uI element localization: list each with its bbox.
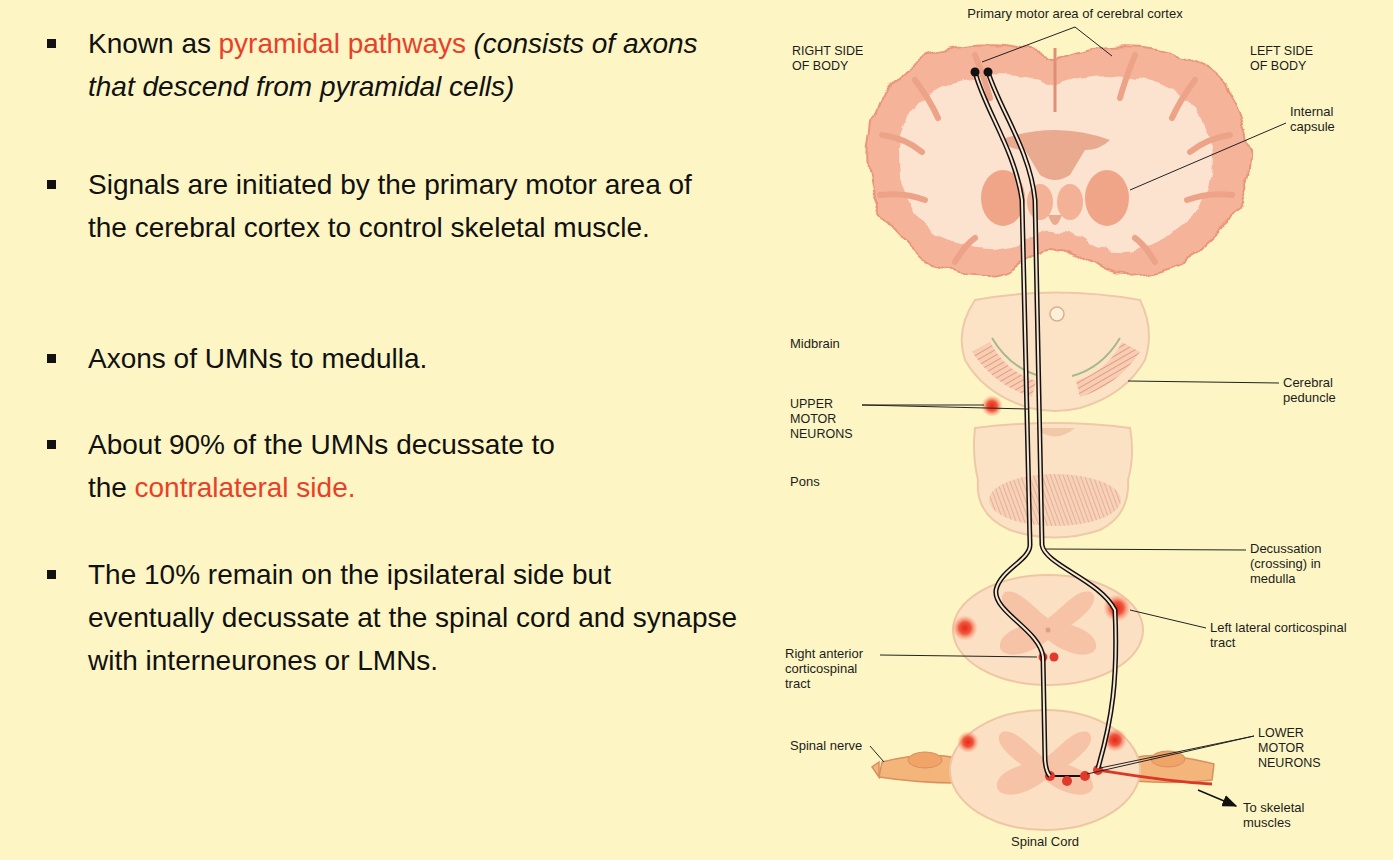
- lateral-tract-spot: [952, 615, 978, 641]
- highlight-term: contralateral side.: [134, 472, 355, 503]
- bullet-text: Signals are initiated by the primary mot…: [88, 169, 692, 243]
- anatomy-label: Cerebral peduncle: [1283, 375, 1363, 405]
- gray-matter: [1000, 592, 1096, 655]
- lower-motor-neuron-dot: [1080, 771, 1090, 781]
- anatomy-label: Primary motor area of cerebral cortex: [955, 6, 1195, 21]
- pons-outline: [974, 423, 1132, 538]
- bullet-marker: [47, 440, 56, 449]
- anatomy-label: Right anterior corticospinal tract: [785, 646, 880, 691]
- cerebral-cortex: [867, 46, 1248, 276]
- longitudinal-fissure: [1054, 48, 1057, 112]
- bullet-marker: [47, 39, 56, 48]
- spinal-cord-section: [872, 710, 1236, 830]
- bullet-item: About 90% of the UMNs decussate to theco…: [88, 423, 738, 509]
- corticospinal-tracts: [971, 68, 1116, 777]
- substantia-nigra: [992, 338, 1040, 376]
- third-ventricle: [1048, 215, 1062, 225]
- upper-motor-neuron-dot: [981, 395, 1003, 417]
- tract-line: [988, 72, 1116, 768]
- anatomy-label: Decussation (crossing) in medulla: [1250, 541, 1345, 586]
- bullet-marker: [47, 570, 56, 579]
- midbrain-outline: [962, 293, 1149, 412]
- central-canal: [1046, 628, 1051, 633]
- substantia-nigra: [1072, 338, 1120, 376]
- leader-line: [982, 27, 1112, 62]
- leader-line: [1087, 736, 1254, 774]
- cerebral-peduncle-shape: [1076, 342, 1140, 397]
- lateral-tract-spot: [957, 731, 979, 753]
- bullet-item: Known aspyramidal pathways(consists of a…: [88, 22, 738, 108]
- anatomy-label: Midbrain: [790, 336, 880, 351]
- thalamus: [1027, 184, 1053, 220]
- bullet-text: The 10% remain on the ipsilateral side b…: [88, 559, 737, 676]
- anterior-tract-spot: [1050, 653, 1059, 662]
- motor-axon: [1098, 770, 1212, 784]
- anatomy-label: To skeletal muscles: [1243, 800, 1325, 830]
- anatomy-label: LOWER MOTOR NEURONS: [1258, 726, 1348, 771]
- pontine-fibers: [989, 474, 1121, 526]
- leader-line: [862, 405, 1028, 409]
- anatomy-label: UPPER MOTOR NEURONS: [790, 397, 860, 442]
- pons-section: [974, 423, 1132, 538]
- midbrain-section: [962, 293, 1149, 412]
- bullet-text: Known as: [88, 28, 211, 59]
- leader-line: [1045, 549, 1246, 550]
- dorsal-root-ganglion: [908, 752, 942, 768]
- anatomy-label: RIGHT SIDE OF BODY: [792, 44, 882, 74]
- lower-motor-neuron-dot: [1062, 776, 1072, 786]
- bullet-item: Axons of UMNs to medulla.: [88, 337, 738, 380]
- anatomy-label: Left lateral corticospinal tract: [1210, 620, 1350, 650]
- leader-line: [880, 655, 1037, 657]
- bullet-item: The 10% remain on the ipsilateral side b…: [88, 553, 738, 682]
- anatomy-label: Spinal nerve: [790, 738, 870, 753]
- anatomy-label: Pons: [790, 474, 850, 489]
- cerebral-aqueduct: [1050, 307, 1064, 321]
- spinal-nerve-end: [872, 762, 879, 777]
- leader-line: [1128, 381, 1279, 383]
- leader-line: [1130, 123, 1286, 190]
- anatomy-label: LEFT SIDE OF BODY: [1250, 44, 1332, 74]
- anatomy-label: Internal capsule: [1290, 104, 1362, 134]
- leader-line: [1130, 610, 1206, 628]
- bullet-marker: [47, 180, 56, 189]
- highlight-term: pyramidal pathways: [219, 28, 466, 59]
- leader-lines: [862, 27, 1286, 774]
- thalamus: [1057, 184, 1083, 220]
- bullet-text: Axons of UMNs to medulla.: [88, 343, 427, 374]
- pyramidal-cell: [984, 68, 993, 77]
- basal-nucleus: [1085, 170, 1129, 226]
- pyramidal-cell: [971, 68, 980, 77]
- leader-line: [870, 746, 884, 762]
- bullet-item: Signals are initiated by the primary mot…: [88, 163, 738, 249]
- anatomy-label: Spinal Cord: [990, 834, 1100, 849]
- bullet-marker: [47, 354, 56, 363]
- brain-section: [867, 46, 1248, 276]
- direction-arrow: [1198, 790, 1236, 806]
- tract-line-core: [988, 72, 1116, 768]
